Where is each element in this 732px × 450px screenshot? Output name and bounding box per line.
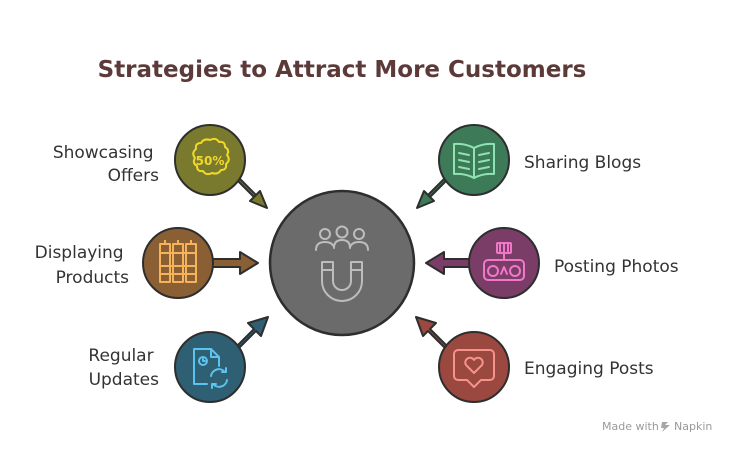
arrow-photos xyxy=(425,251,475,275)
label-offers: Showcasing Offers xyxy=(53,143,159,186)
label-products-line-1: Displaying xyxy=(35,243,124,263)
circle-products xyxy=(142,227,214,299)
node-showcasing-offers: 50% Showcasing Offers xyxy=(53,124,268,209)
badge-text: 50% xyxy=(196,154,225,168)
node-sharing-blogs: Sharing Blogs xyxy=(416,124,641,209)
arrow-blogs xyxy=(416,177,448,209)
circle-updates xyxy=(174,331,246,403)
node-engaging-posts: Engaging Posts xyxy=(415,316,654,403)
label-offers-line-2: Offers xyxy=(108,166,160,186)
node-regular-updates: Regular Updates xyxy=(88,316,269,403)
arrow-updates xyxy=(236,316,269,349)
label-updates: Regular Updates xyxy=(88,346,159,390)
circle-posts xyxy=(438,331,510,403)
footer-made-with: Made with xyxy=(602,420,659,433)
label-posts: Engaging Posts xyxy=(524,359,654,379)
circle-offers xyxy=(174,124,246,196)
open-book-icon xyxy=(453,142,495,179)
arrow-offers xyxy=(236,177,268,209)
napkin-logo-icon xyxy=(661,422,670,432)
customer-magnet-icon xyxy=(315,225,369,302)
center-circle xyxy=(268,189,416,337)
label-blogs: Sharing Blogs xyxy=(524,153,641,173)
diagram-title: Strategies to Attract More Customers xyxy=(98,57,587,83)
label-photos-line-1: Posting Photos xyxy=(554,257,679,277)
circle-photos xyxy=(468,227,540,299)
center-hub xyxy=(268,189,416,337)
napkin-watermark: Made with Napkin xyxy=(602,420,712,433)
arrow-products xyxy=(209,251,259,275)
label-products-line-2: Products xyxy=(56,268,130,288)
label-blogs-line-1: Sharing Blogs xyxy=(524,153,641,173)
label-photos: Posting Photos xyxy=(554,257,679,277)
discount-badge-icon: 50% xyxy=(192,137,230,176)
label-updates-line-1: Regular xyxy=(88,346,153,366)
product-shelf-icon xyxy=(159,240,197,283)
arrow-posts xyxy=(415,316,448,349)
footer-brand: Napkin xyxy=(674,420,712,433)
node-posting-photos: Posting Photos xyxy=(425,227,679,299)
label-offers-line-1: Showcasing xyxy=(53,143,154,163)
camera-icon xyxy=(483,242,525,281)
label-posts-line-1: Engaging Posts xyxy=(524,359,654,379)
label-products: Displaying Products xyxy=(35,243,130,288)
node-displaying-products: Displaying Products xyxy=(35,227,259,299)
label-updates-line-2: Updates xyxy=(89,370,160,390)
heart-message-icon xyxy=(453,349,495,388)
file-refresh-icon xyxy=(193,348,228,389)
